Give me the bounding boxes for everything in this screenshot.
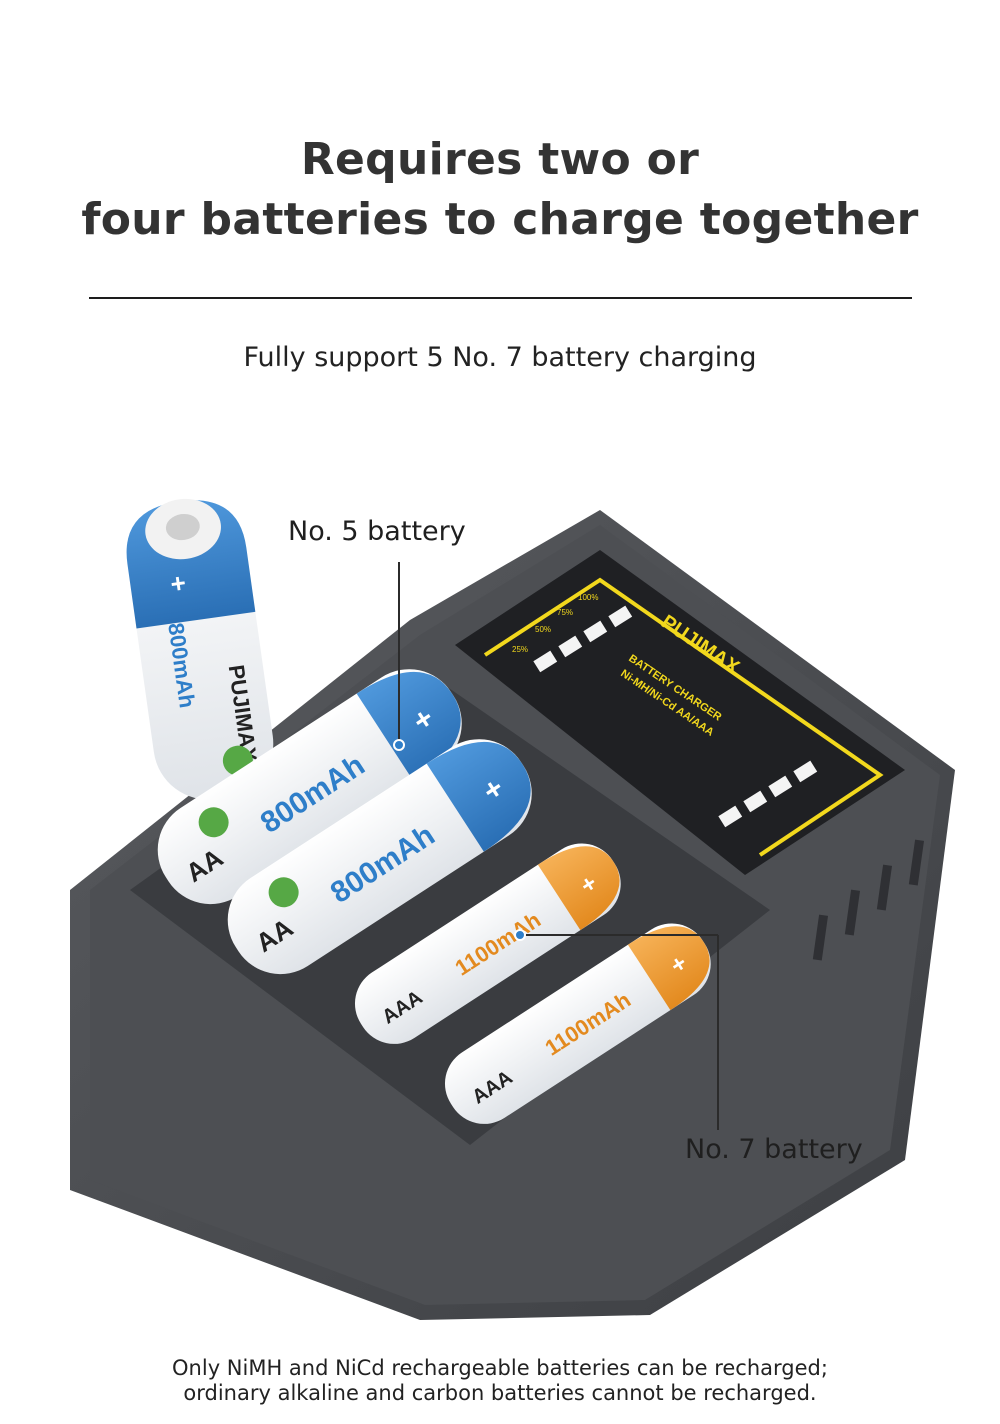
charger-display-panel: PUJIMAX BATTERY CHARGER Ni-MH/Ni-Cd AA/A… — [455, 550, 905, 875]
callout-no5-battery: No. 5 battery — [288, 516, 466, 547]
aaa-battery-2: + 1100mAh AAA — [444, 923, 711, 1124]
level-label-25: 25% — [512, 645, 528, 654]
footer-note: Only NiMH and NiCd rechargeable batterie… — [0, 1356, 1000, 1406]
level-label-50: 50% — [535, 625, 551, 634]
headline-line-1: Requires two or — [300, 134, 700, 185]
headline-line-2: four batteries to charge together — [81, 194, 919, 245]
level-label-75: 75% — [557, 608, 573, 617]
svg-text:+: + — [169, 567, 188, 599]
subheadline: Fully support 5 No. 7 battery charging — [243, 342, 757, 373]
loose-aa-battery: + PUJIMAX 800mAh — [126, 498, 274, 800]
level-label-100: 100% — [578, 593, 598, 602]
footer-line-2: ordinary alkaline and carbon batteries c… — [183, 1381, 817, 1405]
footer-line-1: Only NiMH and NiCd rechargeable batterie… — [172, 1356, 828, 1380]
callout-no7-battery: No. 7 battery — [685, 1134, 863, 1165]
headline: Requires two or four batteries to charge… — [0, 130, 1000, 250]
aa-battery-2: + 800mAh AA — [227, 739, 532, 975]
divider — [89, 297, 912, 299]
product-illustration: PUJIMAX BATTERY CHARGER Ni-MH/Ni-Cd AA/A… — [70, 498, 955, 1320]
aaa-battery-1: + 1100mAh AAA — [354, 843, 621, 1044]
callout-lines — [393, 562, 719, 1130]
